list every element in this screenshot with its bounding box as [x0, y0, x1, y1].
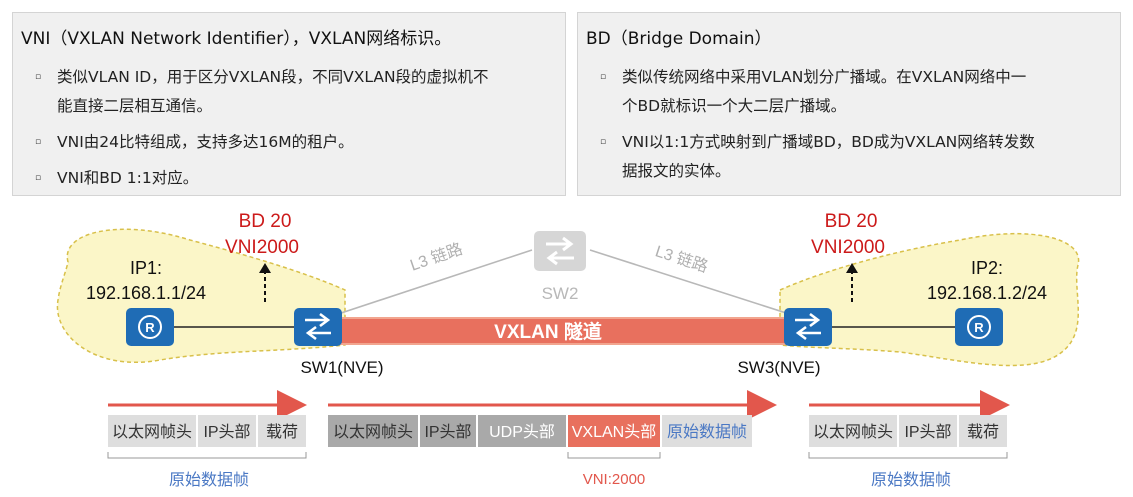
vni-bracket [567, 452, 661, 459]
l3-link-left-label: L3 链路 [408, 240, 465, 275]
l3-link-left [319, 249, 533, 321]
packet-field-inner [662, 415, 752, 447]
bd-bullet-2-line-1: VNI以1:1方式映射到广播域BD，BD成为VXLAN网络转发数 [622, 133, 1035, 151]
vni-bullet-3-line-1: VNI和BD 1:1对应。 [57, 169, 199, 187]
packet-field [959, 415, 1007, 447]
router-glyph: R [974, 320, 984, 335]
bd-bullet-1-line-2: 个BD就标识一个大二层广播域。 [622, 97, 847, 115]
bd-bullet-list: ▫ 类似传统网络中采用VLAN划分广播域。在VXLAN网络中一个BD就标识一个大二… [600, 63, 1035, 193]
packet-field-label: 以太网帧头 [813, 423, 893, 441]
l3-link-right-label: L3 链路 [653, 242, 710, 276]
packet-right: 以太网帧头 IP头部 载荷 [809, 415, 1007, 447]
packet-field-vxlan [568, 415, 660, 447]
sw3-label: SW3(NVE) [737, 358, 820, 377]
vni-bullet-1-line-2: 能直接二层相互通信。 [57, 97, 213, 115]
bd-panel-title: BD（Bridge Domain） [586, 29, 772, 49]
bullet-icon: ▫ [35, 173, 42, 183]
ip2-router-icon: R [955, 308, 1003, 346]
ip1-address: 192.168.1.1/24 [86, 283, 206, 303]
packet-left: 以太网帧头 IP头部 载荷 [108, 415, 306, 447]
bd-bullet-2-line-2: 据报文的实体。 [622, 162, 731, 180]
packet-field [328, 415, 418, 447]
vni-bullet-3: ▫ VNI和BD 1:1对应。 [35, 164, 489, 193]
left-bd-label: BD 20 [239, 211, 292, 232]
packet-field [478, 415, 566, 447]
left-mapping-arrow [259, 263, 271, 302]
ip1-router-icon: R [126, 308, 174, 346]
orig-frame-bracket-right [808, 452, 1008, 459]
vni-bullet-1-line-1: 类似VLAN ID，用于区分VXLAN段，不同VXLAN段的虚拟机不 [57, 68, 489, 86]
vni-bullet-2-line-1: VNI由24比特组成，支持多达16M的租户。 [57, 133, 354, 151]
packet-field-label: 载荷 [266, 423, 298, 441]
vni-note: VNI:2000 [583, 471, 646, 488]
packet-middle: 以太网帧头 IP头部 UDP头部 VXLAN头部 原始数据帧 [328, 415, 752, 447]
right-bd-label: BD 20 [825, 211, 878, 232]
packet-field [198, 415, 256, 447]
router-glyph: R [145, 320, 155, 335]
packet-field-label: 以太网帧头 [112, 423, 192, 441]
ip2-address: 192.168.1.2/24 [927, 283, 1047, 303]
sw3-switch-icon [784, 308, 832, 346]
packet-field-label: 原始数据帧 [667, 423, 747, 441]
ip1-label: IP1: [130, 258, 162, 278]
vni-bullet-1: ▫ 类似VLAN ID，用于区分VXLAN段，不同VXLAN段的虚拟机不能直接二层… [35, 63, 489, 121]
bd-bullet-1-line-1: 类似传统网络中采用VLAN划分广播域。在VXLAN网络中一 [622, 68, 1027, 86]
bd-panel: BD（Bridge Domain） ▫ 类似传统网络中采用VLAN划分广播域。在V… [577, 12, 1121, 196]
orig-frame-label-left: 原始数据帧 [169, 471, 249, 489]
sw1-label: SW1(NVE) [300, 358, 383, 377]
vni-panel: VNI（VXLAN Network Identifier），VXLAN网络标识。… [12, 12, 566, 196]
packet-field-label: VXLAN头部 [572, 423, 656, 441]
tunnel-label: VXLAN 隧道 [494, 320, 602, 343]
ip2-label: IP2: [971, 258, 1003, 278]
right-mapping-arrow [846, 263, 858, 302]
orig-frame-label-right: 原始数据帧 [871, 471, 951, 489]
packet-field-label: 以太网帧头 [333, 423, 413, 441]
packet-field-label: IP头部 [424, 423, 471, 441]
bullet-icon: ▫ [35, 137, 42, 147]
vni-panel-title: VNI（VXLAN Network Identifier），VXLAN网络标识。 [21, 29, 452, 49]
vni-bullet-list: ▫ 类似VLAN ID，用于区分VXLAN段，不同VXLAN段的虚拟机不能直接二层… [35, 63, 489, 200]
sw2-label: SW2 [542, 284, 579, 303]
packet-field-label: IP头部 [203, 423, 250, 441]
orig-frame-bracket-left [107, 452, 307, 459]
vni-bullet-2: ▫ VNI由24比特组成，支持多达16M的租户。 [35, 128, 489, 157]
l3-link-right [589, 249, 809, 321]
packet-field [108, 415, 196, 447]
right-broadcast-domain [779, 232, 1080, 367]
left-vni-label: VNI2000 [225, 237, 299, 258]
packet-field-label: IP头部 [904, 423, 951, 441]
packet-field-label: 载荷 [967, 423, 999, 441]
bd-bullet-2: ▫ VNI以1:1方式映射到广播域BD，BD成为VXLAN网络转发数据报文的实体。 [600, 128, 1035, 186]
bd-bullet-1: ▫ 类似传统网络中采用VLAN划分广播域。在VXLAN网络中一个BD就标识一个大二… [600, 63, 1035, 121]
packet-field [420, 415, 476, 447]
packet-field-label: UDP头部 [489, 423, 555, 441]
bullet-icon: ▫ [35, 72, 42, 82]
packet-field [899, 415, 957, 447]
bullet-icon: ▫ [600, 137, 607, 147]
bullet-icon: ▫ [600, 72, 607, 82]
right-vni-label: VNI2000 [811, 237, 885, 258]
packet-field [258, 415, 306, 447]
packet-field [809, 415, 897, 447]
sw1-switch-icon [294, 308, 342, 346]
sw2-switch-icon [534, 231, 586, 271]
